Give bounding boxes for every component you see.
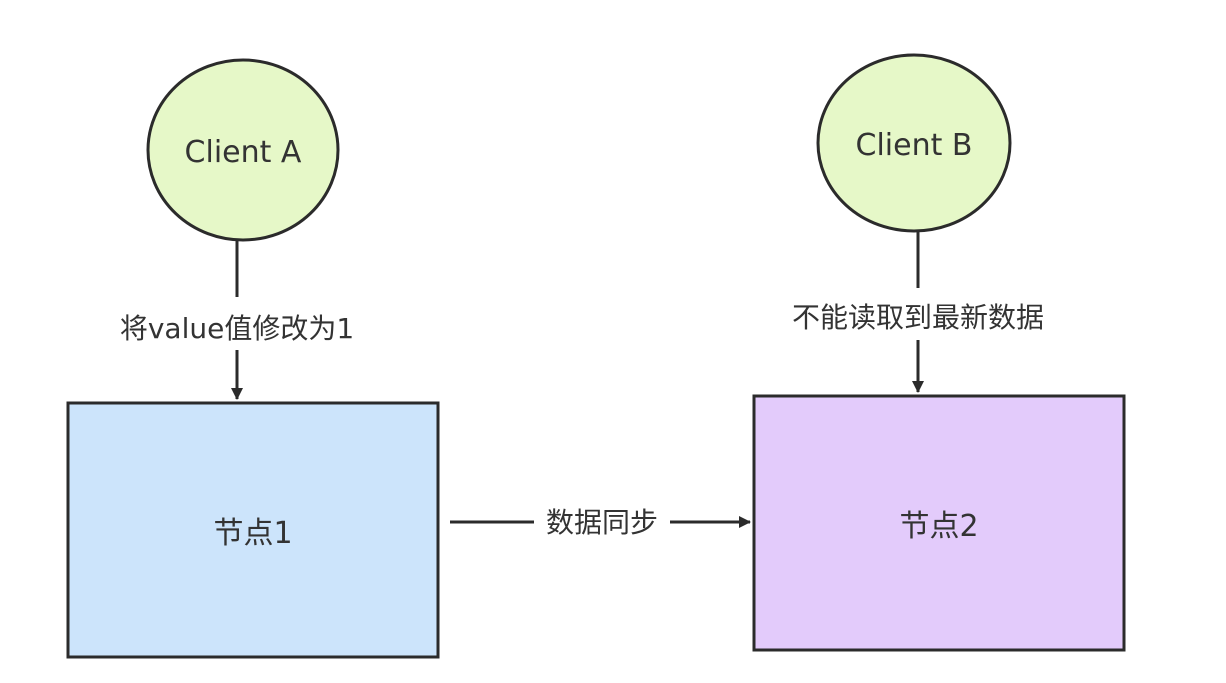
edge-label-sync: 数据同步 — [546, 506, 658, 539]
node2-label: 节点2 — [899, 509, 978, 544]
client-a-circle — [146, 58, 340, 242]
client-a-node: Client A — [146, 58, 340, 242]
edge-label-client-b: 不能读取到最新数据 — [792, 301, 1044, 334]
edge-client-b-to-node2: 不能读取到最新数据 — [792, 231, 1044, 393]
edge-label-client-a: 将value值修改为1 — [120, 312, 354, 345]
client-b-circle — [816, 53, 1012, 233]
node1: 节点1 — [66, 401, 440, 659]
node1-label: 节点1 — [213, 516, 292, 551]
client-b-label: Client B — [856, 128, 973, 163]
node2-box — [752, 394, 1126, 652]
node1-box — [66, 401, 440, 659]
client-b-node: Client B — [816, 53, 1012, 233]
edge-client-a-to-node1: 将value值修改为1 — [120, 240, 354, 400]
edge-node1-to-node2: 数据同步 — [450, 506, 751, 539]
node2: 节点2 — [752, 394, 1126, 652]
client-a-label: Client A — [185, 135, 302, 170]
